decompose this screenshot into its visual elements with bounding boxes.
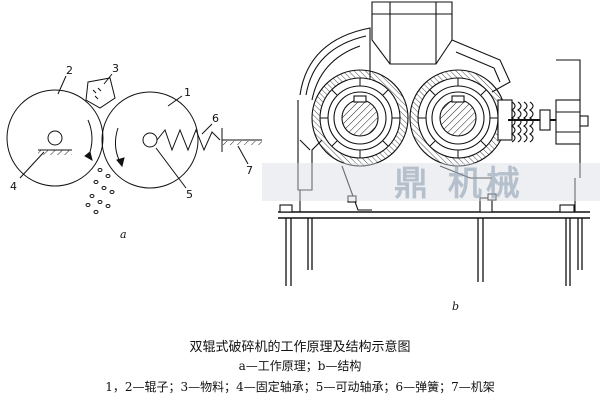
crushed-particles [85, 168, 115, 214]
callout-1: 1 [184, 86, 191, 99]
watermark-band [262, 163, 600, 201]
material-lump [85, 77, 116, 109]
callout-6: 6 [212, 112, 219, 125]
anchor-bolts [285, 218, 583, 286]
left-roller [311, 69, 409, 167]
roller-1 [101, 91, 199, 189]
caption-title: 双辊式破碎机的工作原理及结构示意图 [189, 340, 411, 355]
figure-a-label: a [120, 228, 127, 241]
callout-4: 4 [10, 180, 17, 193]
structure-diagram-b [278, 1, 590, 286]
feed-hopper [371, 1, 453, 65]
base-frame [278, 178, 590, 219]
caption-legend: 1，2—辊子；3—物料；4—固定轴承；5—可动轴承；6—弹簧；7—机架 [105, 380, 495, 394]
principle-diagram-a [6, 73, 262, 214]
left-frame [297, 100, 323, 191]
spring-assembly [497, 99, 589, 145]
watermark-text: 鼎 机械 [394, 164, 524, 204]
callout-2: 2 [66, 64, 73, 77]
spring [156, 128, 221, 152]
figure-b-label: b [452, 300, 459, 313]
fixed-bearing-shaft [47, 130, 63, 146]
roller-2 [6, 89, 104, 187]
callout-5: 5 [186, 188, 193, 201]
callout-7: 7 [246, 164, 253, 177]
caption-subtitle: a—工作原理；b—结构 [238, 359, 362, 373]
housing-cover [299, 27, 371, 96]
callout-3: 3 [112, 62, 119, 75]
movable-bearing-shaft [142, 132, 158, 148]
right-roller [409, 69, 507, 167]
